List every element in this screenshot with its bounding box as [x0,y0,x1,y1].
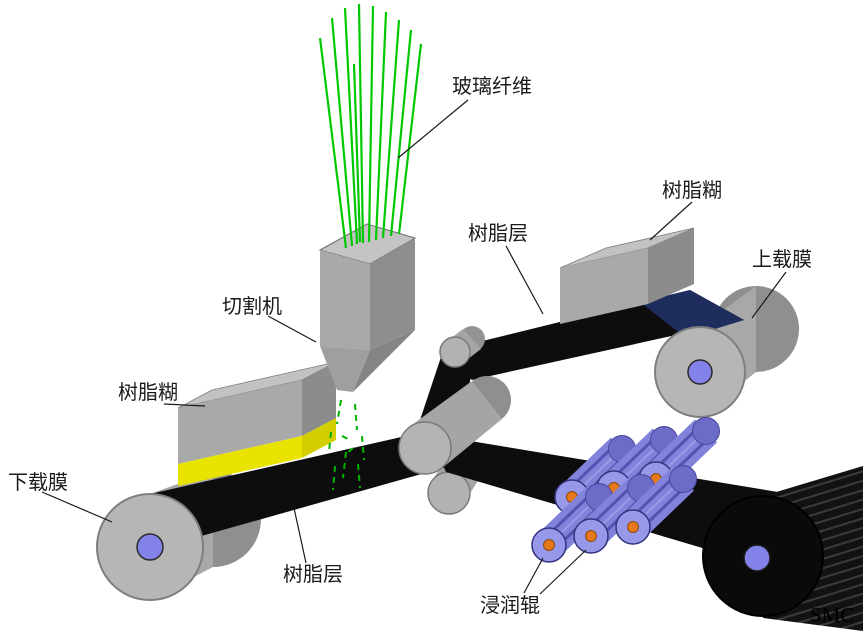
label-resin-paste-right: 树脂糊 [662,179,722,202]
roll-core-dot [136,533,164,561]
guide-roller-small [439,326,485,368]
label-impregnation-roller: 浸润辊 [480,594,540,617]
cutter-machine [318,223,417,392]
leader-glass-fiber [397,99,469,159]
resin-paste-box-right [559,227,695,324]
label-resin-layer-upper: 树脂层 [468,222,528,245]
leader-impregnation-2 [539,549,587,595]
guide-roller-mid [398,376,511,475]
leader-impregnation-1 [523,557,544,594]
label-upper-film: 上载膜 [752,248,812,271]
label-cutter: 切割机 [222,295,282,318]
upper-film-navy-section [640,290,744,338]
carrier-belt-left [150,430,450,546]
smc-roll [702,466,863,631]
leader-lower-film [41,491,113,523]
chopped-fibers [328,399,365,491]
upper-film-roll-face [654,326,746,418]
carrier-belt-upper [446,290,744,380]
leader-upper-film [751,271,787,319]
label-glass-fiber: 玻璃纤维 [452,75,532,98]
resin-layer-yellow-side [302,418,336,458]
label-resin-paste-left: 树脂糊 [118,381,178,404]
label-lower-film: 下载膜 [8,471,68,494]
leader-resin-layer-upper [505,245,544,315]
leader-resin-paste-left [163,403,206,407]
leader-resin-layer-lower [293,507,307,564]
resin-layer-yellow [178,436,302,486]
roll-core-dot [743,544,771,572]
label-smc: SMC [810,603,854,627]
label-resin-layer-lower: 树脂层 [283,563,343,586]
resin-paste-box-left [177,361,337,486]
roll-core-dot [687,359,713,385]
lower-film-roll-face [96,493,204,601]
leader-resin-paste-right [649,201,693,241]
glass-fiber-strands [318,3,423,249]
leader-cutter [267,315,317,343]
